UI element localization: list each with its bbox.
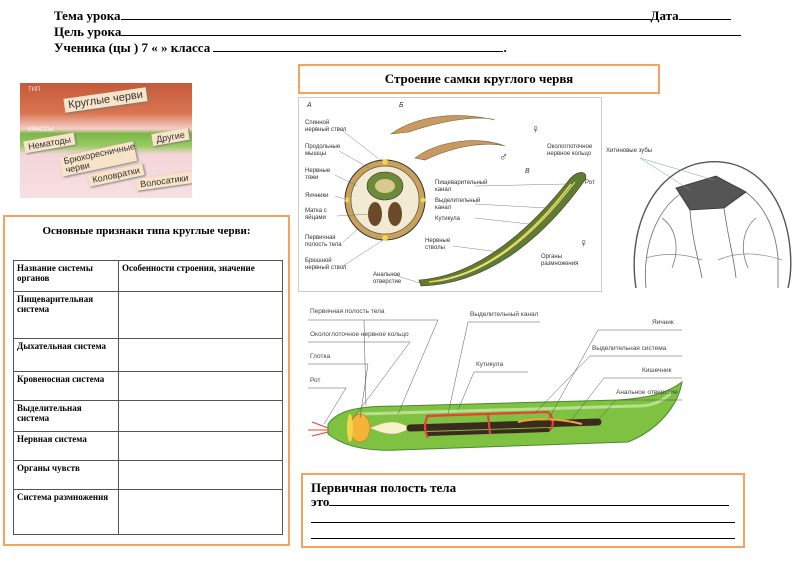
label-intestine: Кишечник xyxy=(642,367,672,374)
label-nerve-trunks: Нервные стволы xyxy=(425,238,451,251)
row-reproductive: Система размножения xyxy=(13,489,119,535)
longitudinal-section-figure: Первичная полость тела Окологлоточное не… xyxy=(298,302,690,468)
cell-excretory-answer[interactable] xyxy=(118,400,283,432)
label-excretory-canal: Выделительный канал xyxy=(435,198,481,211)
label-ventral-nerve: Брюшной нервный ствол xyxy=(305,258,347,271)
label-body-cavity: Первичная полость тела xyxy=(305,235,342,248)
features-table: Название системы органов Особенности стр… xyxy=(13,260,283,535)
classes-label: КЛАССЫ xyxy=(28,127,54,133)
col-system-name: Название системы органов xyxy=(13,260,119,292)
label-uterus: Матка с яйцами xyxy=(305,208,327,221)
student-line: Ученика (цы ) 7 « » класса . xyxy=(54,40,507,56)
cell-respiratory-answer[interactable] xyxy=(118,338,283,372)
label-ovaries: Яичники xyxy=(305,193,329,199)
cell-circulatory-answer[interactable] xyxy=(118,371,283,401)
female-structure-title: Строение самки круглого червя xyxy=(384,71,574,86)
goal-label: Цель урока xyxy=(54,24,122,39)
student-end: . xyxy=(503,40,507,55)
panel-a-label: А xyxy=(307,102,312,109)
male-symbol: ♂ xyxy=(499,150,508,164)
row-circulatory: Кровеносная система xyxy=(13,371,119,401)
date-label: Дата xyxy=(650,8,679,23)
label-dorsal-nerve: Спинной нервный ствол xyxy=(305,120,347,133)
label-nerve-ring: Окологлоточное нервное кольцо xyxy=(547,144,593,157)
label-cuticle: Кутикула xyxy=(435,216,460,222)
topic-label: Тема урока xyxy=(54,8,121,23)
goal-line: Цель урока xyxy=(54,24,742,40)
row-excretory: Выделительная система xyxy=(13,400,119,432)
longitudinal-section-svg xyxy=(308,319,683,451)
female-structure-title-box: Строение самки круглого червя xyxy=(298,64,660,94)
label-nerve-cords: Нервные тяжи xyxy=(305,168,331,181)
cell-reproductive-answer[interactable] xyxy=(118,489,283,535)
label-long-excretory-canal: Выделительный канал xyxy=(470,311,539,318)
cavity-field-2[interactable] xyxy=(311,522,735,523)
cavity-title: Первичная полость тела xyxy=(311,480,457,495)
female-structure-svg xyxy=(334,115,587,287)
label-primary-cavity: Первичная полость тела xyxy=(310,308,385,315)
panel-c-label: В xyxy=(525,168,530,175)
row-nervous: Нервная система xyxy=(13,431,119,461)
label-excretory-system: Выделительная система xyxy=(592,345,667,352)
label-long-nerve-ring: Окологлоточное нервное кольцо xyxy=(310,331,409,338)
label-pharynx: Глотка xyxy=(310,353,331,360)
type-name-card: Круглые черви xyxy=(63,87,148,113)
cell-nervous-answer[interactable] xyxy=(118,431,283,461)
cavity-this-label: это xyxy=(311,494,330,509)
table-row: Нервная система xyxy=(13,431,283,461)
label-anus: Анальное отверстие xyxy=(373,272,402,285)
label-long-cuticle: Кутикула xyxy=(476,361,504,368)
female-structure-figure: А Б В Спинной нервный ствол Продольные м… xyxy=(298,97,602,292)
goal-field[interactable] xyxy=(121,24,742,36)
table-row: Пищеварительная система xyxy=(13,291,283,339)
type-label: ТИП xyxy=(28,87,41,93)
cell-senses-answer[interactable] xyxy=(118,460,283,490)
panel-b-label: Б xyxy=(399,102,404,109)
row-digestive: Пищеварительная система xyxy=(13,291,119,339)
worm-head-drawing: Хитиновые зубы xyxy=(606,128,796,288)
features-box: Основные признаки типа круглые черви: На… xyxy=(3,215,290,546)
female-symbol-c: ♀ xyxy=(579,236,588,250)
label-chitin-teeth: Хитиновые зубы xyxy=(606,148,653,154)
class-card-nematodes: Нематоды xyxy=(23,132,76,154)
female-symbol: ♀ xyxy=(531,122,540,136)
row-senses: Органы чувств xyxy=(13,460,119,490)
roundworm-cover-image: ТИП Круглые черви КЛАССЫ Нематоды Брюхор… xyxy=(20,83,192,198)
table-row: Органы чувств xyxy=(13,460,283,490)
features-title: Основные признаки типа круглые черви: xyxy=(42,225,251,237)
table-row: Дыхательная система xyxy=(13,338,283,372)
table-row: Система размножения xyxy=(13,489,283,535)
row-respiratory: Дыхательная система xyxy=(13,338,119,372)
label-ovary: Яичник xyxy=(652,319,674,326)
col-features: Особенности строения, значение xyxy=(118,260,283,292)
class-card-others: Другие xyxy=(151,127,190,147)
label-digestive-canal: Пищеварительный канал xyxy=(435,180,488,193)
cavity-answer-line-1: это xyxy=(311,494,730,510)
cavity-field-3[interactable] xyxy=(311,538,735,539)
label-reproductive-organs: Органы размножения xyxy=(541,254,579,267)
date-field[interactable] xyxy=(678,8,731,20)
table-header-row: Название системы органов Особенности стр… xyxy=(13,260,283,292)
worm-head-svg xyxy=(633,157,792,288)
topic-field[interactable] xyxy=(120,8,651,20)
cavity-definition-box: Первичная полость тела это xyxy=(301,473,745,548)
cell-digestive-answer[interactable] xyxy=(118,291,283,339)
table-row: Выделительная система xyxy=(13,400,283,432)
student-label: Ученика (цы ) 7 « » класса xyxy=(54,40,211,55)
label-long-muscles: Продольные мышцы xyxy=(305,144,341,157)
label-long-mouth: Рот xyxy=(310,377,321,384)
label-long-anus: Анальное отверстие xyxy=(616,389,678,396)
cavity-field-1[interactable] xyxy=(329,494,730,506)
student-field[interactable] xyxy=(213,40,504,52)
table-row: Кровеносная система xyxy=(13,371,283,401)
topic-line: Тема урока Дата xyxy=(54,8,731,24)
label-mouth: Рот xyxy=(585,180,595,186)
